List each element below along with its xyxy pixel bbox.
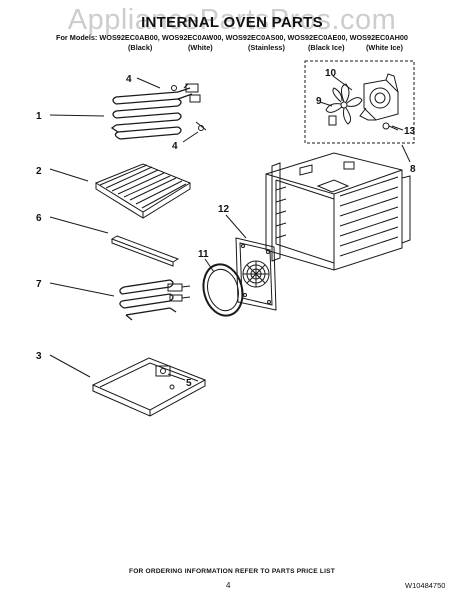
oven-cavity-drawing [265,152,411,271]
page-number: 4 [226,581,231,590]
callout-7: 7 [36,279,42,290]
color-label-black-ice: (Black Ice) [308,43,345,52]
page-title: INTERNAL OVEN PARTS [141,14,323,31]
document-number: W10484750 [405,581,446,590]
panel-drawing [110,235,180,267]
fan-blade-drawing [325,83,363,126]
callout-4-lower: 4 [172,141,178,152]
color-label-white: (White) [188,43,213,52]
callout-12: 12 [218,204,230,215]
callout-9: 9 [316,96,322,107]
callout-2: 2 [36,166,42,177]
color-label-stainless: (Stainless) [248,43,285,52]
callout-3: 3 [36,351,42,362]
convection-motor-drawing [359,73,399,121]
bake-element-drawing [119,279,191,321]
convection-cover-drawing [235,237,277,311]
color-label-white-ice: (White Ice) [366,43,403,52]
color-label-black: (Black) [128,43,153,52]
watermark: AppliancePartsPros.com [67,4,397,36]
bottom-panel-drawing [91,357,207,417]
callout-10: 10 [325,68,337,79]
broil-element-drawing [110,83,207,140]
model-list: For Models: WOS92EC0AB00, WOS92EC0AW00, … [56,33,408,42]
callout-1: 1 [36,111,42,122]
callout-11: 11 [198,249,209,260]
oven-rack-drawing [94,163,192,219]
callout-6: 6 [36,213,42,224]
callout-13: 13 [404,126,416,137]
callout-5: 5 [186,378,192,389]
ordering-note: FOR ORDERING INFORMATION REFER TO PARTS … [129,568,335,575]
callout-4-upper: 4 [126,74,132,85]
callout-8: 8 [410,164,416,175]
